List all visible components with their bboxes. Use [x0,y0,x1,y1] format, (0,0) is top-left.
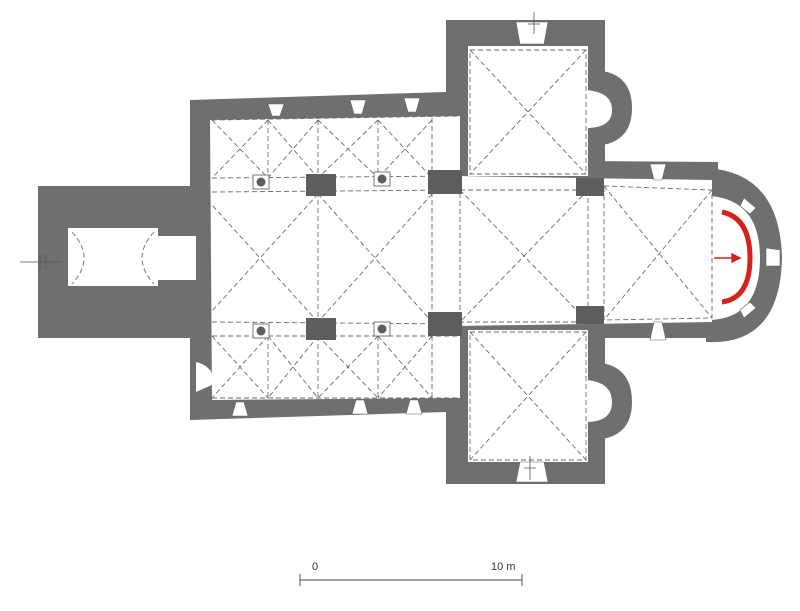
north-axis-marker [528,12,540,34]
pier-crossing-nw [428,170,462,194]
scale-end-label: 10 m [491,561,515,573]
porch-vault [71,231,155,285]
scale-bar: 0 10 m [299,561,523,586]
window-nave-s1 [231,401,249,417]
window-nave-n2 [349,99,367,115]
north-transept-ribs [469,49,587,175]
apse-highlight-arc [721,209,753,305]
axis-markers [20,12,540,480]
pier-crossing-se [576,306,604,324]
nave-floor [210,116,460,400]
piers [306,170,604,340]
pier-crossing-ne [576,178,604,196]
columns [252,171,391,339]
pier-nave-n-west [306,174,336,196]
choir-floor [456,176,712,326]
highlighted-apse [714,209,753,305]
window-choir-n [649,163,667,181]
stair-well [196,362,214,392]
north-apsidiole-floor [586,90,612,128]
porch-floor [68,228,158,286]
scale-bar-line [299,574,523,586]
windows [231,21,781,483]
vaulting [71,49,713,461]
apse-arrow-icon [731,252,742,264]
scale-start-label: 0 [312,561,318,573]
choir-ribs [603,185,713,321]
window-apse-3 [739,301,757,319]
north-aisle-ribs [211,119,433,179]
column-sw [256,326,266,336]
window-choir-s [649,321,667,341]
window-nave-s2 [351,399,369,415]
crossing-ribs [459,189,589,323]
column-se [377,324,387,334]
south-apsidiole-floor [586,380,612,422]
column-nw [256,177,266,187]
south-axis-marker [524,456,536,480]
column-ne [377,174,387,184]
south-transept-ribs [469,331,587,461]
pier-crossing-sw [428,312,462,336]
window-nave-n1 [267,103,285,117]
west-axis-marker [20,254,62,270]
south-transept-door [515,461,549,483]
window-nave-n3 [403,97,421,113]
south-aisle-ribs [211,335,433,399]
north-transept-door [515,21,549,45]
window-nave-s3 [405,399,423,415]
window-apse-2 [765,247,781,267]
pier-nave-s-west [306,318,336,340]
window-apse-1 [739,197,757,215]
porch-passage [154,236,196,280]
